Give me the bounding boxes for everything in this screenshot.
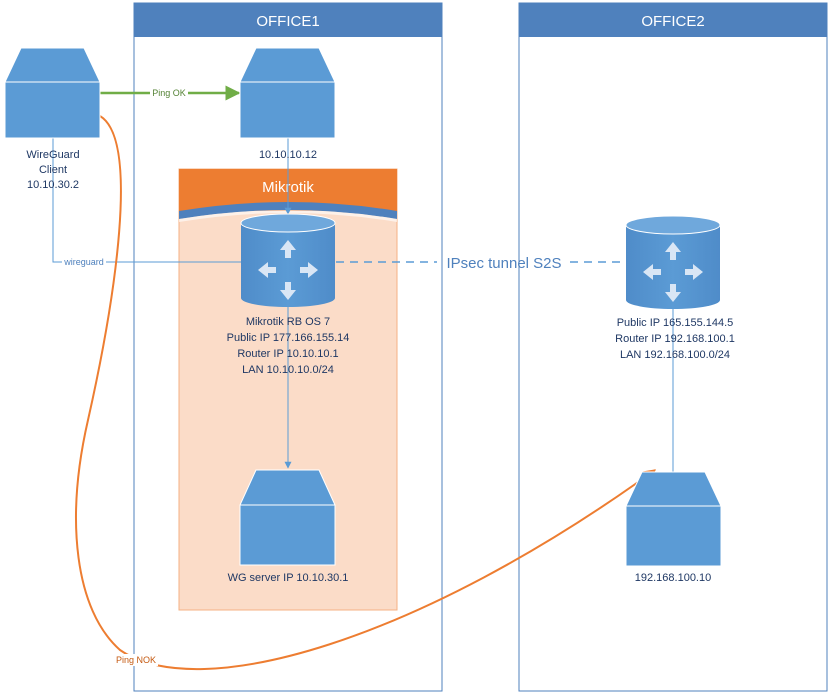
office2-router-line-2: Router IP 192.168.100.1	[615, 333, 735, 345]
ping-ok-label: Ping OK	[152, 88, 186, 98]
router-arrows-icon	[643, 242, 703, 302]
router-cylinder-icon	[241, 223, 335, 307]
office2-zone: OFFICE2	[518, 2, 828, 692]
office2-router-line-1: Public IP 165.155.144.5	[617, 317, 734, 329]
ipsec-label: IPsec tunnel S2S	[446, 255, 561, 272]
mikrotik-line-1: Mikrotik RB OS 7	[246, 316, 330, 328]
wg-server-node[interactable]	[239, 469, 336, 566]
workstation-icon	[4, 47, 101, 139]
workstation-icon	[239, 47, 336, 139]
office2-title: OFFICE2	[641, 13, 704, 30]
office1-header	[134, 3, 442, 37]
wireguard-link	[52, 138, 288, 263]
server-icon	[239, 469, 336, 566]
host-office2-label: 192.168.100.10	[635, 572, 711, 584]
mikrotik-header-wave	[179, 202, 397, 219]
host-office1-label: 10.10.10.12	[259, 149, 317, 161]
office2-router-node[interactable]	[625, 215, 721, 309]
wireguard-label: wireguard	[63, 257, 104, 267]
office2-header	[519, 3, 827, 37]
wg-server-label: WG server IP 10.10.30.1	[228, 572, 349, 584]
workstation-icon	[625, 471, 722, 567]
mikrotik-line-3: Router IP 10.10.10.1	[237, 348, 338, 360]
wg-client-line-1: WireGuard	[26, 149, 79, 161]
mikrotik-router-node[interactable]	[240, 213, 336, 307]
office1-title: OFFICE1	[256, 13, 319, 30]
router-cylinder-icon	[626, 225, 720, 309]
wireguard-client-node[interactable]	[4, 47, 101, 139]
router-arrows-icon	[258, 240, 318, 300]
mikrotik-line-4: LAN 10.10.10.0/24	[242, 364, 334, 376]
ping-nok-label: Ping NOK	[116, 655, 156, 665]
host-office2-node[interactable]	[625, 471, 722, 567]
ping-nok-link	[75, 115, 656, 671]
wg-client-line-3: 10.10.30.2	[27, 179, 79, 191]
wg-client-line-2: Client	[39, 164, 67, 176]
host-office1-node[interactable]	[239, 47, 336, 139]
mikrotik-line-2: Public IP 177.166.155.14	[227, 332, 350, 344]
office2-router-line-3: LAN 192.168.100.0/24	[620, 349, 730, 361]
